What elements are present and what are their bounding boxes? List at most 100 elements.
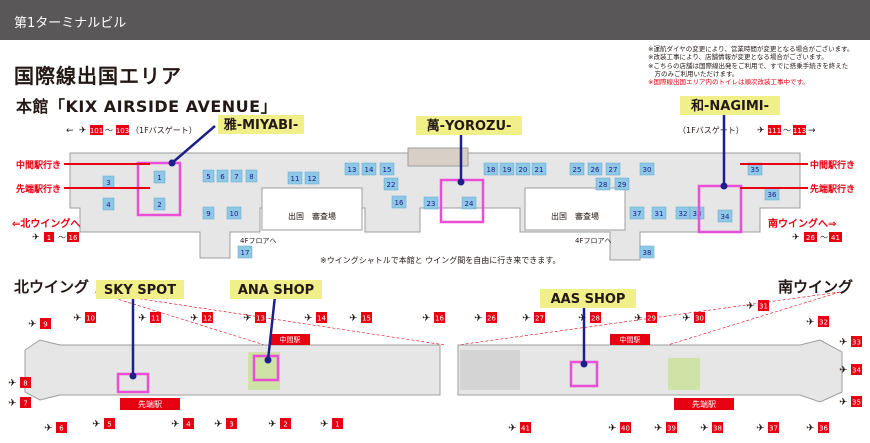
shop-number: 28 (599, 181, 608, 189)
gate-badge[interactable] (520, 422, 531, 433)
gate-badge[interactable] (851, 364, 862, 375)
gate-number: 1 (335, 421, 339, 429)
bus-gate-label: （1Fバスゲート） (678, 125, 744, 135)
gate-badge[interactable] (280, 418, 291, 429)
shop-box[interactable] (629, 206, 645, 220)
gate-badge[interactable] (255, 312, 266, 323)
shop-box[interactable] (461, 196, 477, 210)
gate-number: 28 (591, 315, 600, 323)
gate-badge[interactable] (40, 318, 51, 329)
gate-badge[interactable] (361, 312, 372, 323)
sky-spot-callout[interactable] (96, 280, 184, 299)
gate-badge[interactable] (226, 418, 237, 429)
shop-number: 3 (106, 179, 110, 187)
gate-badge[interactable] (768, 422, 779, 433)
gate-badge[interactable] (104, 418, 115, 429)
gate-badge[interactable] (20, 397, 31, 408)
shop-box[interactable] (587, 162, 603, 176)
shop-box[interactable] (499, 162, 515, 176)
bus-gate-number: 113 (793, 127, 806, 135)
aas-shop-callout[interactable] (540, 289, 636, 308)
shop-box[interactable] (651, 206, 667, 220)
ana-shop-highlight (252, 354, 280, 382)
shop-box[interactable] (237, 245, 253, 259)
departure-hall-left-label: 出国 審査場 (288, 211, 336, 221)
shop-box[interactable] (605, 162, 621, 176)
gate-badge[interactable] (183, 418, 194, 429)
ana-shop-callout[interactable] (230, 280, 322, 299)
shop-box[interactable] (287, 171, 303, 185)
shop-box[interactable] (569, 162, 585, 176)
shop-box[interactable] (595, 177, 611, 191)
gate-badge[interactable] (85, 312, 96, 323)
gate-badge[interactable] (590, 312, 601, 323)
gate-badge[interactable] (316, 312, 327, 323)
bus-arrow-left: ← (66, 126, 74, 136)
shop-box[interactable] (391, 195, 407, 209)
nagimi-callout[interactable] (680, 96, 780, 115)
yorozu-callout-label: 萬-YOROZU- (427, 118, 512, 134)
bus-gate-number: 111 (768, 127, 781, 135)
shop-box[interactable] (304, 171, 320, 185)
gate-number: 4 (186, 421, 191, 429)
shop-box[interactable] (216, 169, 229, 183)
shop-box[interactable] (423, 196, 439, 210)
north-wing-label: 北ウイング (14, 278, 89, 296)
miyabi-pointer (171, 125, 216, 164)
shop-number: 36 (768, 191, 777, 199)
yorozu-pointer-dot (457, 178, 465, 186)
shop-box[interactable] (483, 162, 499, 176)
shop-box[interactable] (245, 169, 258, 183)
gate-badge[interactable] (851, 396, 862, 407)
shop-box[interactable] (202, 206, 215, 220)
shop-box[interactable] (202, 169, 215, 183)
bus-gate-label: （1Fバスゲート） (131, 125, 197, 135)
gate-badge[interactable] (434, 312, 445, 323)
shop-box[interactable] (515, 162, 531, 176)
left-end-station-label: 先端駅行き (16, 183, 61, 195)
shop-box[interactable] (361, 162, 377, 176)
gate-badge[interactable] (666, 422, 677, 433)
south-wing: 先端駅 中間駅 南ウイング 26✈27✈28✈29✈30✈31✈32✈33✈34… (457, 278, 862, 434)
shop-box[interactable] (344, 162, 360, 176)
miyabi-callout[interactable] (218, 115, 304, 134)
south-arrow-label[interactable]: 南ウイングへ⇒ (768, 217, 836, 230)
gate-badge[interactable] (20, 377, 31, 388)
gate-badge[interactable] (694, 312, 705, 323)
gate-badge[interactable] (646, 312, 657, 323)
gate-badge[interactable] (851, 336, 862, 347)
shop-box[interactable] (153, 197, 166, 211)
airplane-icon: ✈ (79, 126, 87, 136)
shop-box[interactable] (531, 162, 547, 176)
north-gates-range: ✈ 1 〜 16 (32, 232, 79, 243)
shop-box[interactable] (614, 177, 630, 191)
bus-gate-tilde: 〜 (783, 126, 791, 135)
gate-badge[interactable] (534, 312, 545, 323)
airplane-icon: ✈ (682, 313, 690, 324)
shop-number: 13 (348, 166, 357, 174)
gate-badge[interactable] (486, 312, 497, 323)
gate-badge[interactable] (150, 312, 161, 323)
shop-number: 11 (291, 175, 300, 183)
north-arrow-label[interactable]: ⇐北ウイングへ (12, 217, 80, 230)
shop-number: 30 (643, 166, 652, 174)
gate-badge[interactable] (758, 300, 769, 311)
gate-badge[interactable] (712, 422, 723, 433)
gate-badge[interactable] (818, 422, 829, 433)
gate-badge[interactable] (202, 312, 213, 323)
shop-box[interactable] (102, 197, 115, 211)
shop-box[interactable] (230, 169, 243, 183)
gate-badge[interactable] (332, 418, 343, 429)
gate-badge[interactable] (818, 316, 829, 327)
gate-badge[interactable] (620, 422, 631, 433)
shop-box[interactable] (639, 245, 655, 259)
yorozu-callout[interactable] (416, 116, 522, 135)
gate-badge[interactable] (56, 422, 67, 433)
shop-box[interactable] (383, 177, 399, 191)
shop-box[interactable] (689, 206, 705, 220)
shop-box[interactable] (717, 209, 733, 223)
shop-box[interactable] (379, 162, 395, 176)
shop-box[interactable] (639, 162, 655, 176)
shop-box[interactable] (226, 206, 242, 220)
shop-box[interactable] (153, 170, 166, 184)
